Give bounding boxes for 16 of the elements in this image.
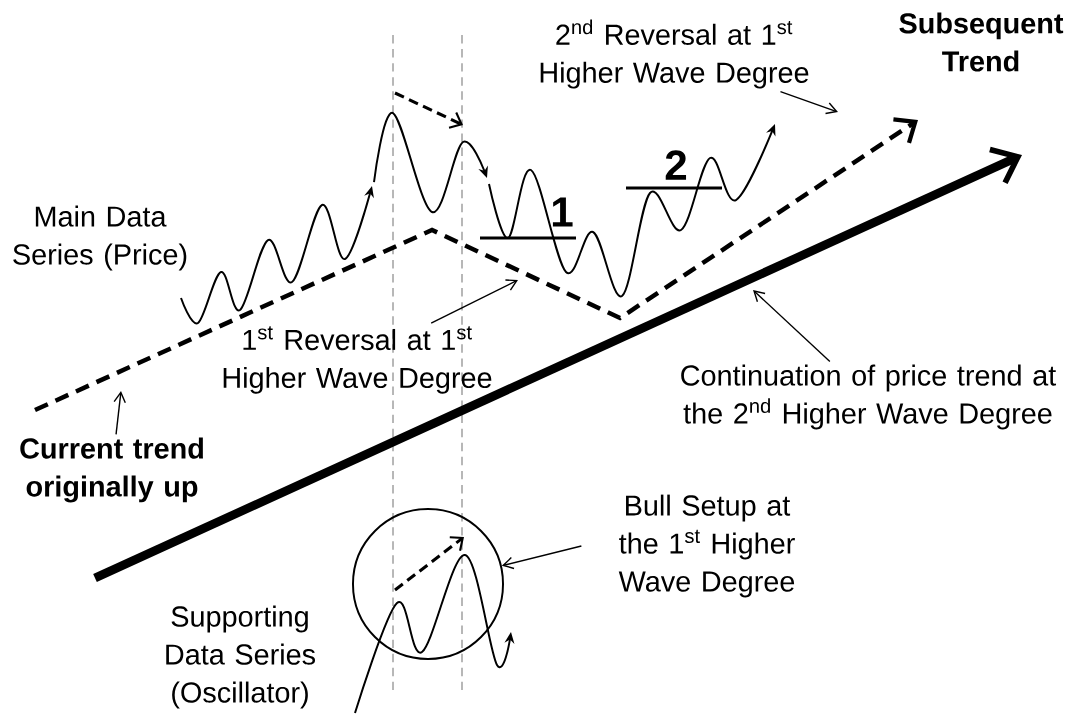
callout-text: Continuation of price trend at the 2$^{nd}$ Higher Wave Degree bbox=[681, 364, 1056, 430]
leader-arrow bbox=[430, 279, 518, 324]
leader-arrow bbox=[113, 391, 126, 436]
leader-arrow bbox=[501, 545, 583, 570]
number-label: 2 bbox=[665, 150, 687, 180]
leader-arrow bbox=[779, 90, 838, 115]
leader-arrow bbox=[753, 290, 831, 363]
annotation-text: Supporting Data Series (Oscillator) bbox=[166, 605, 316, 709]
heading-text: Subsequent Trend bbox=[899, 12, 1064, 72]
callout-text: 2$^{nd}$ Reversal at 1$^{st}$ Higher Wave Degree bbox=[540, 19, 809, 89]
annotation-text: Main Data Series (Price) bbox=[13, 205, 187, 271]
callout-text: 1$^{st}$ Reversal at 1$^{st}$ Higher Wave Degree bbox=[223, 326, 492, 394]
number-label: 1 bbox=[552, 197, 573, 227]
callout-text: Bull Setup at the 1$^{st}$ Higher Wave Degree bbox=[618, 494, 795, 598]
callout-text: Current trend originally up bbox=[20, 437, 203, 503]
circle-outline bbox=[352, 508, 504, 660]
